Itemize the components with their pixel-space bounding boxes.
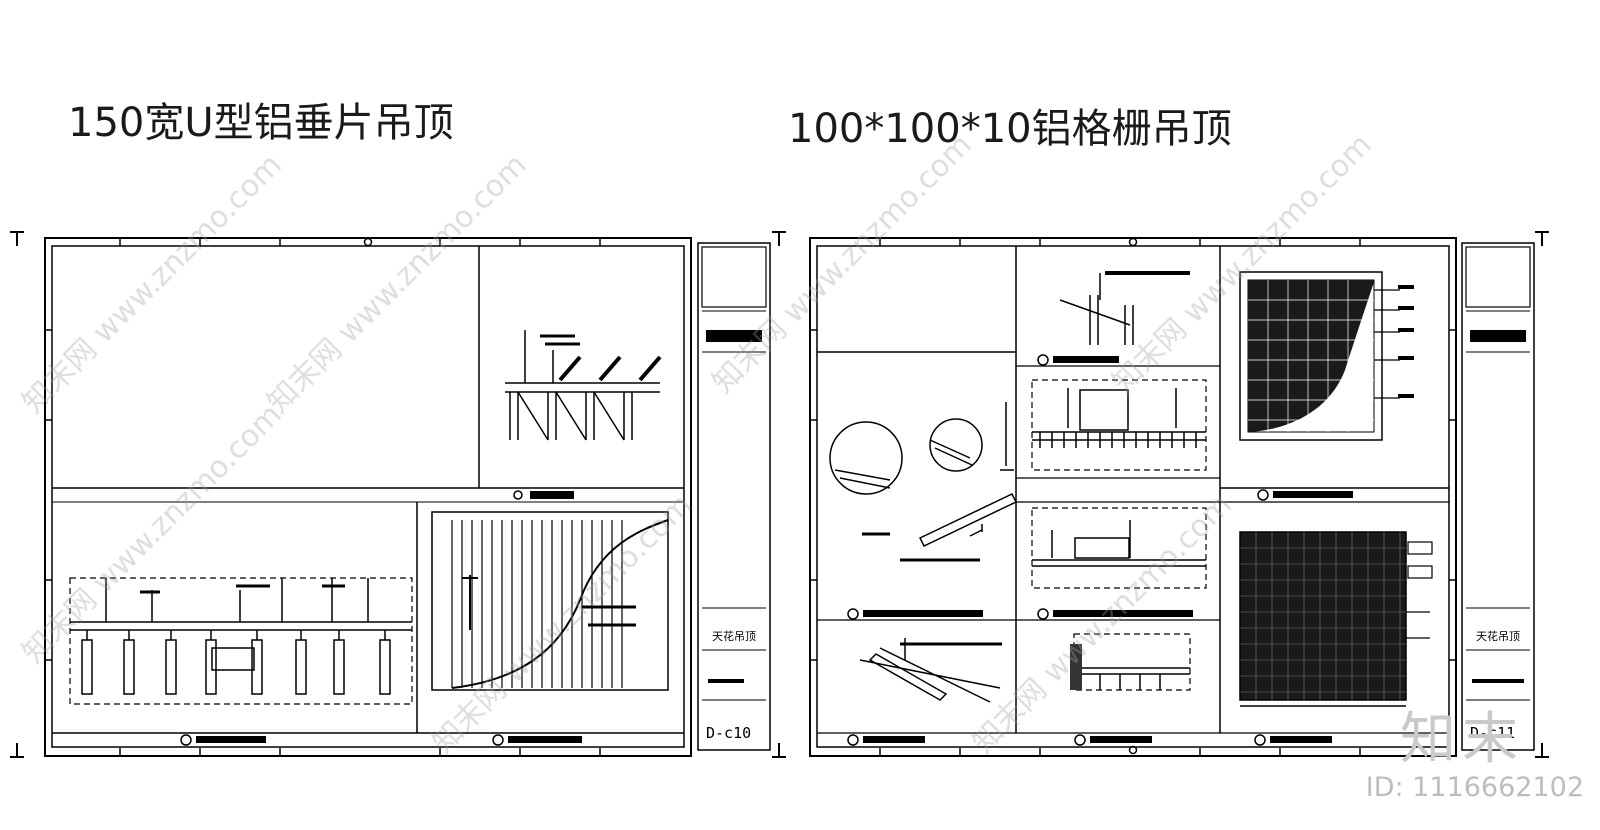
asset-id-label: ID: 1116662102 (1365, 772, 1584, 803)
right-sheet-number: D-c11 (1470, 724, 1515, 742)
right-drawing-title: 100*100*10铝格栅吊顶 (788, 106, 1232, 152)
left-drawing-title: 150宽U型铝垂片吊顶 (68, 100, 454, 146)
brand-watermark: 知末 (1400, 707, 1524, 772)
right-sheet (809, 231, 1549, 758)
right-category-label: 天花吊顶 (1476, 630, 1520, 643)
left-sheet (10, 231, 786, 758)
left-category-label: 天花吊顶 (712, 630, 756, 643)
left-sheet-number: D-c10 (706, 724, 751, 742)
